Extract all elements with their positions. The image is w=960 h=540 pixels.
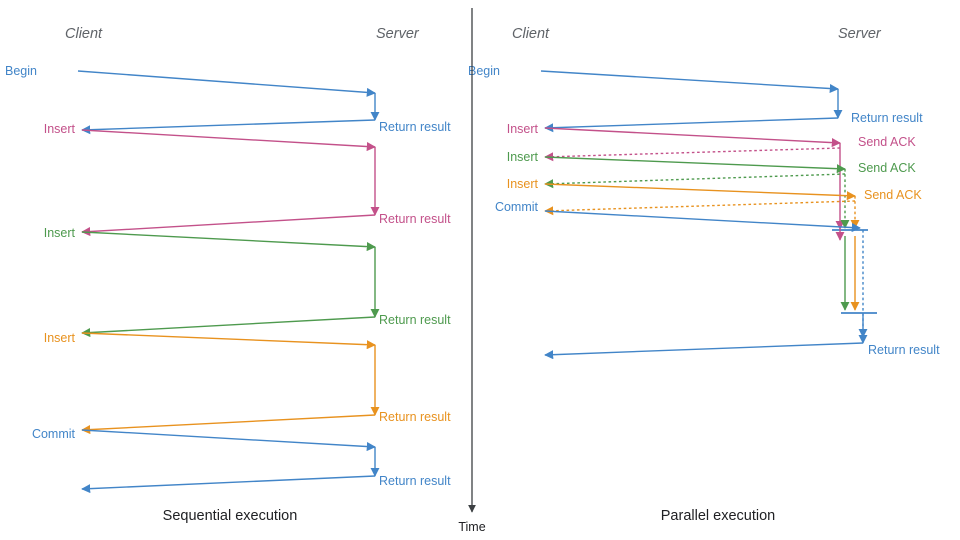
message-insert1-return xyxy=(81,214,376,237)
message-commit-request xyxy=(81,429,376,452)
message-label-insert3-request: Insert xyxy=(507,177,539,191)
role-label-client: Client xyxy=(65,26,103,42)
role-label-server: Server xyxy=(838,26,882,42)
message-label-insert1-request: Insert xyxy=(44,122,76,136)
message-label-insert2-return: Return result xyxy=(379,313,451,327)
message-insert2-request xyxy=(544,156,846,174)
message-label-insert3-return: Return result xyxy=(379,410,451,424)
message-label-begin-request: Begin xyxy=(468,64,500,78)
message-label-begin-return: Return result xyxy=(379,120,451,134)
message-label-commit-return: Return result xyxy=(868,343,940,357)
message-insert1-request xyxy=(544,127,841,148)
message-label-begin-return: Return result xyxy=(851,111,923,125)
role-label-client: Client xyxy=(512,26,550,42)
message-label-insert3-ack-label: Send ACK xyxy=(864,188,922,202)
message-insert1-request xyxy=(81,129,376,152)
message-label-commit-return: Return result xyxy=(379,474,451,488)
panel-caption-parallel: Parallel execution xyxy=(661,508,775,524)
message-insert3-request xyxy=(544,183,856,201)
time-axis-label: Time xyxy=(458,520,485,534)
message-label-commit-request: Commit xyxy=(495,200,539,214)
panel-caption-sequential: Sequential execution xyxy=(163,508,298,524)
message-label-insert2-ack-label: Send ACK xyxy=(858,161,916,175)
message-insert3-request xyxy=(81,332,376,350)
message-label-begin-request: Begin xyxy=(5,64,37,78)
message-label-insert2-request: Insert xyxy=(44,226,76,240)
time-axis: Time xyxy=(458,8,486,534)
message-insert1-ack xyxy=(544,147,841,162)
message-insert3-return xyxy=(81,414,376,435)
message-begin-request xyxy=(540,70,839,94)
message-begin-return xyxy=(544,117,839,133)
message-commit-return xyxy=(544,342,864,360)
message-label-insert3-request: Insert xyxy=(44,331,76,345)
message-commit-request xyxy=(544,210,861,233)
message-begin-request xyxy=(77,70,376,97)
message-insert2-request xyxy=(81,231,376,252)
message-label-insert1-ack-label: Send ACK xyxy=(858,135,916,149)
message-label-insert1-request: Insert xyxy=(507,122,539,136)
message-begin-return xyxy=(81,119,376,135)
message-label-insert2-request: Insert xyxy=(507,150,539,164)
message-insert2-ack xyxy=(544,173,846,189)
message-insert2-return xyxy=(81,316,376,338)
message-commit-return xyxy=(81,475,376,494)
message-insert3-ack xyxy=(544,200,856,216)
message-label-commit-request: Commit xyxy=(32,427,76,441)
role-label-server: Server xyxy=(376,26,420,42)
message-label-insert1-return: Return result xyxy=(379,212,451,226)
